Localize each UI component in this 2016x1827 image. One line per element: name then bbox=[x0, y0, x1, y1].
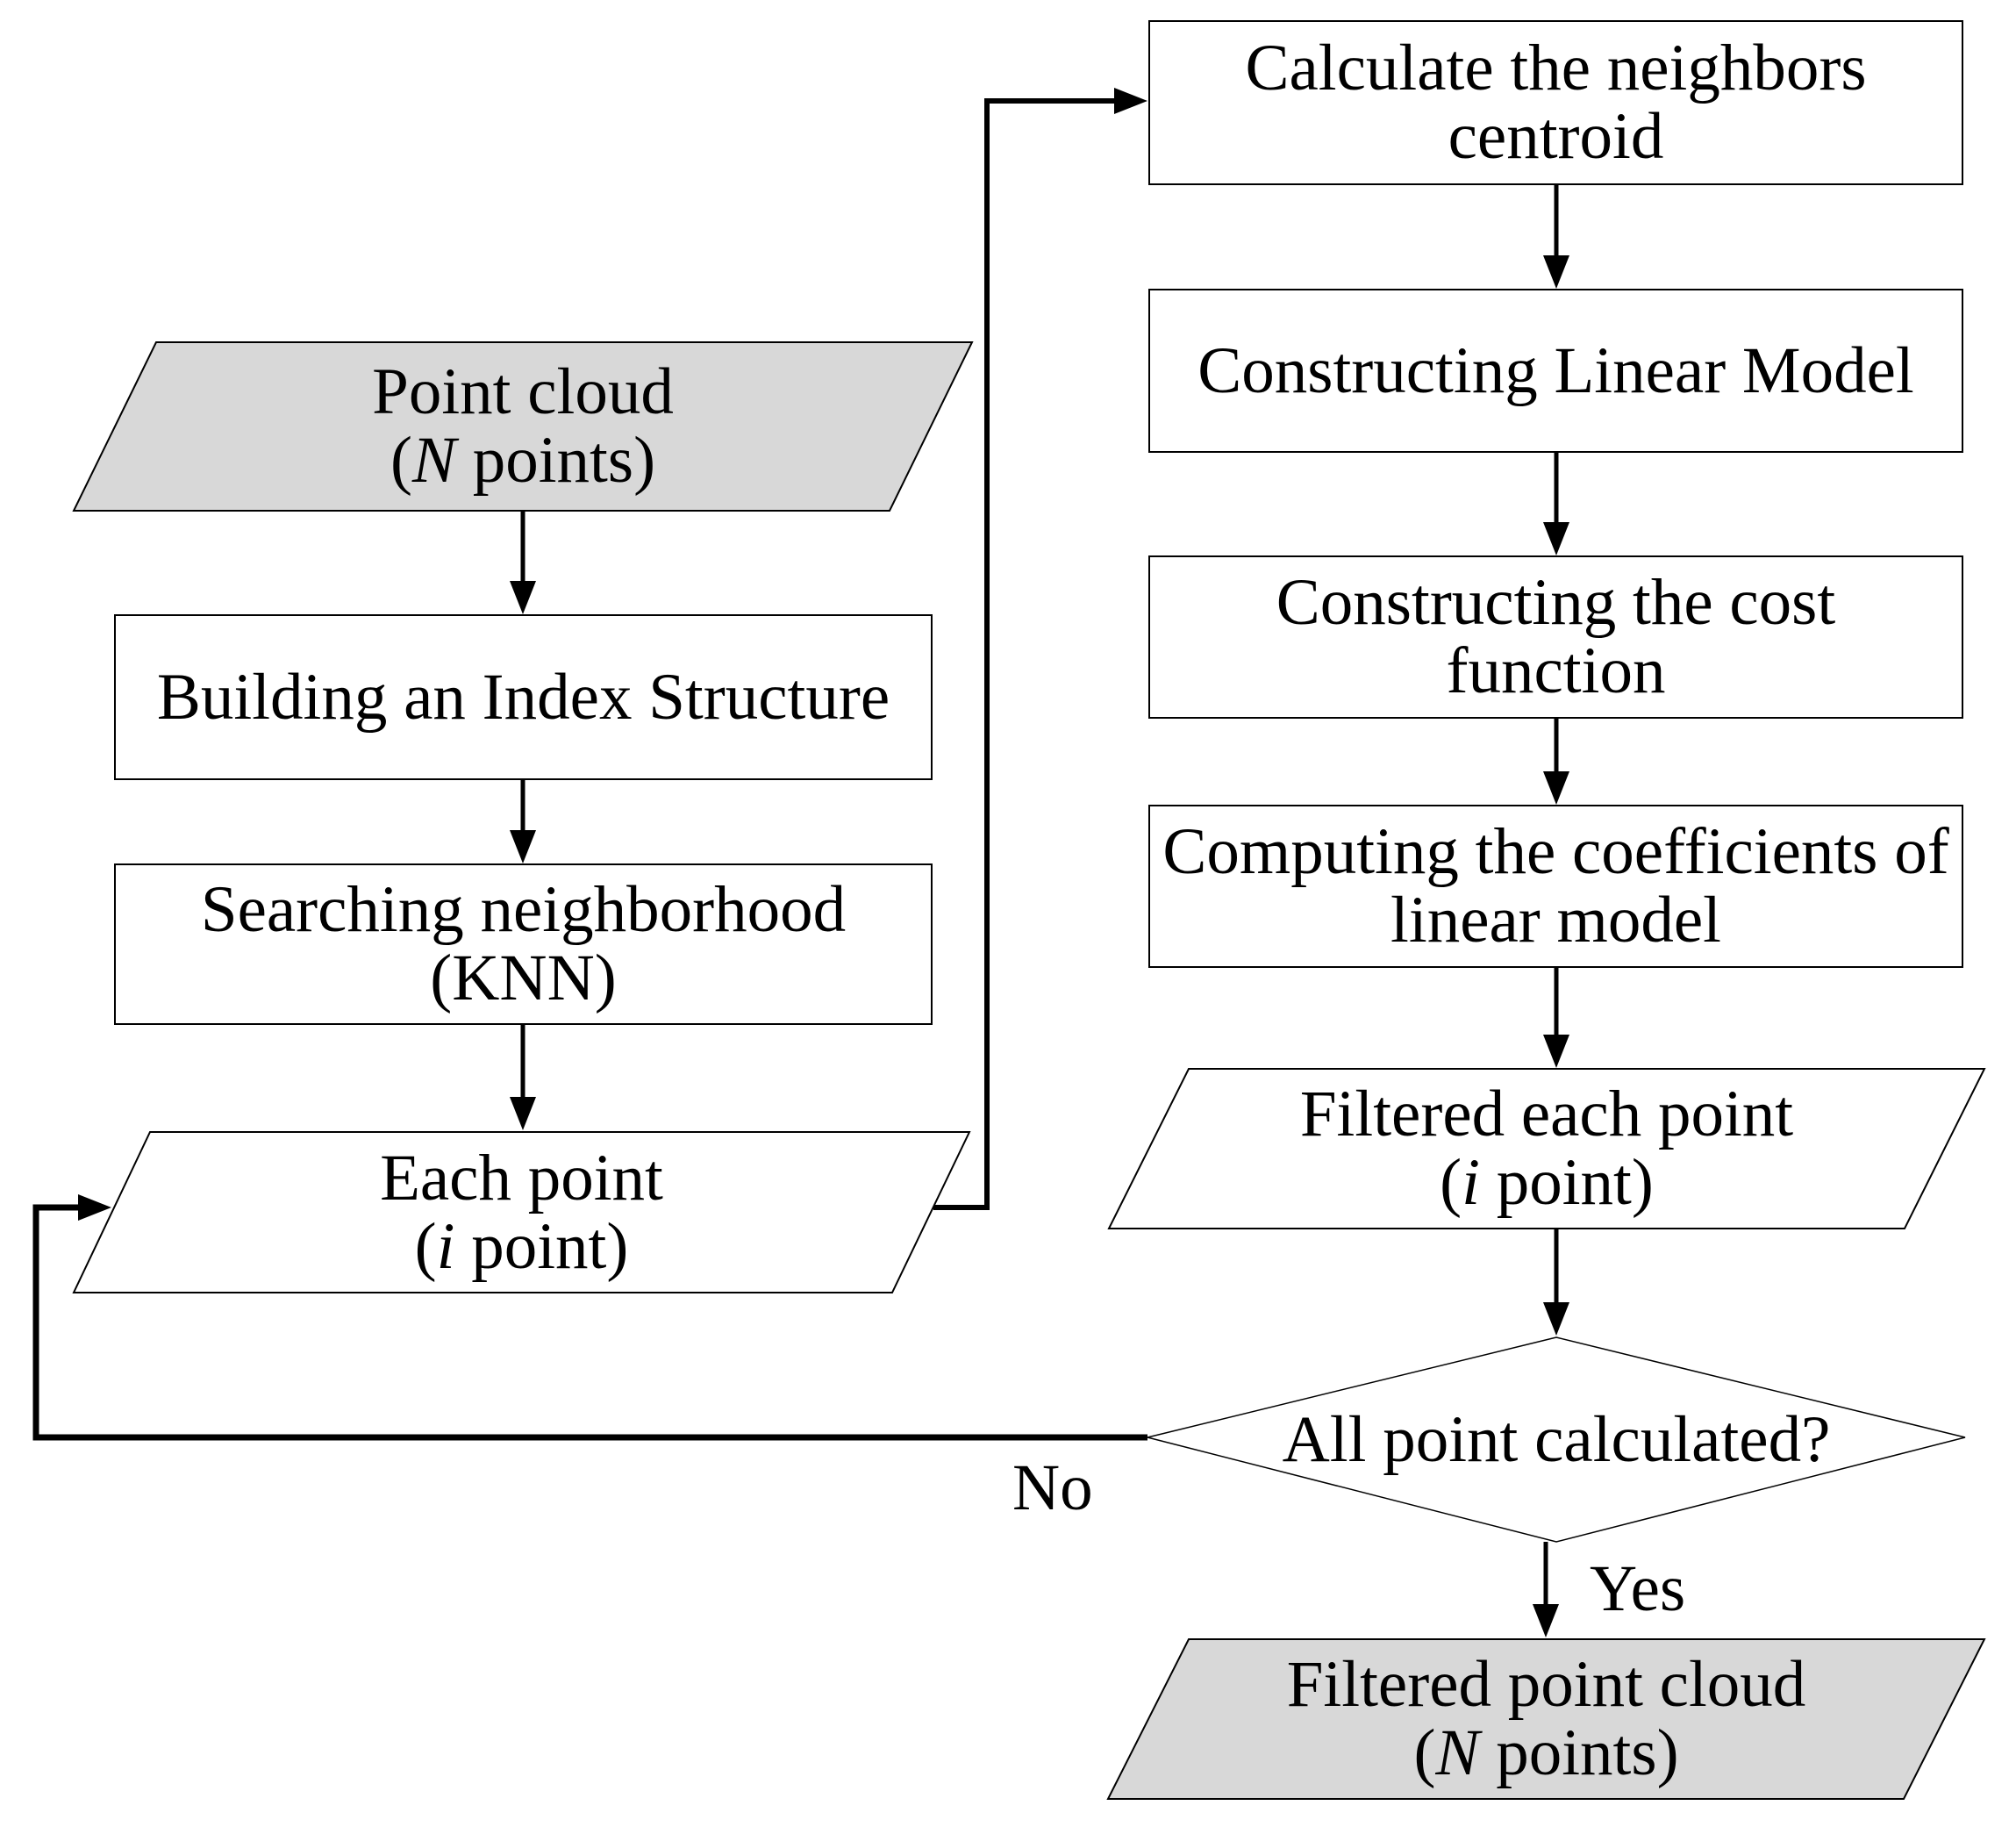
arrowhead-down-icon bbox=[1543, 771, 1569, 805]
construct-linear-rect bbox=[1148, 289, 1963, 453]
node-search-neighborhood: Searching neighborhood (KNN) bbox=[115, 864, 932, 1024]
node-filtered-each-point: Filtered each point (i point) bbox=[1109, 1069, 1984, 1229]
calc-centroid-rect bbox=[1148, 20, 1963, 185]
node-label-line: Each point bbox=[380, 1141, 663, 1214]
node-calc-centroid: Calculate the neighbors centroid bbox=[1149, 21, 1962, 184]
node-build-index: Building an Index Structure bbox=[115, 615, 932, 779]
arrowhead-down-icon bbox=[1543, 255, 1569, 289]
build-index-rect bbox=[114, 614, 933, 780]
node-construct-cost: Constructing the cost function bbox=[1149, 556, 1962, 718]
node-label-line: Building an Index Structure bbox=[156, 660, 890, 734]
node-label-line: (KNN) bbox=[430, 942, 617, 1014]
node-label-line: Point cloud bbox=[372, 355, 674, 428]
node-label-line: Searching neighborhood bbox=[200, 873, 847, 946]
arrowhead-down-icon bbox=[1543, 1302, 1569, 1336]
edge-label-yes: Yes bbox=[1590, 1552, 1686, 1625]
connector-eachpoint-to-centroid bbox=[933, 98, 1116, 1210]
arrowhead-down-icon bbox=[510, 581, 536, 614]
arrowhead-right-icon bbox=[1114, 88, 1147, 114]
connector-no-loop bbox=[32, 1204, 1147, 1441]
node-label-line: (N points) bbox=[390, 424, 656, 497]
filtered-point-cloud-parallelogram bbox=[1106, 1638, 1986, 1800]
arrowhead-down-icon bbox=[510, 830, 536, 863]
node-label-line: Computing the coefficients of bbox=[1162, 815, 1949, 888]
node-label-line: Constructing the cost bbox=[1276, 566, 1836, 639]
decision-diamond bbox=[1147, 1336, 1966, 1543]
node-label-line: (N points) bbox=[1413, 1716, 1679, 1789]
construct-cost-rect bbox=[1148, 555, 1963, 719]
point-cloud-parallelogram bbox=[72, 341, 974, 512]
arrowhead-down-icon bbox=[510, 1097, 536, 1130]
arrow-heads bbox=[78, 88, 1569, 1637]
arrowhead-down-icon bbox=[1533, 1604, 1559, 1637]
node-each-point: Each point (i point) bbox=[74, 1132, 969, 1293]
each-point-parallelogram bbox=[72, 1131, 971, 1293]
node-compute-coeff: Computing the coefficients of linear mod… bbox=[1149, 806, 1962, 967]
node-label-line: (i point) bbox=[414, 1209, 629, 1283]
node-label-line: Calculate the neighbors bbox=[1245, 32, 1867, 104]
node-label-line: function bbox=[1446, 634, 1666, 707]
edge-label-no: No bbox=[1012, 1451, 1093, 1524]
arrowhead-down-icon bbox=[1543, 1035, 1569, 1068]
arrowhead-down-icon bbox=[1543, 522, 1569, 555]
node-construct-linear: Constructing Linear Model bbox=[1149, 290, 1962, 452]
node-decision: All point calculated? bbox=[1147, 1337, 1965, 1542]
node-filtered-point-cloud: Filtered point cloud (N points) bbox=[1108, 1639, 1984, 1799]
arrow-stems bbox=[520, 184, 1559, 1606]
node-label-line: linear model bbox=[1390, 884, 1721, 956]
node-point-cloud: Point cloud (N points) bbox=[74, 342, 972, 511]
arrowhead-right-icon bbox=[78, 1194, 111, 1221]
node-label-line: centroid bbox=[1448, 100, 1664, 173]
filtered-each-point-parallelogram bbox=[1107, 1068, 1986, 1229]
node-label-line: Filtered each point bbox=[1299, 1078, 1794, 1150]
node-label-line: Filtered point cloud bbox=[1286, 1648, 1806, 1721]
node-label-line: All point calculated? bbox=[1282, 1402, 1831, 1476]
node-label-line: Constructing Linear Model bbox=[1197, 333, 1914, 407]
node-label-line: (i point) bbox=[1440, 1146, 1654, 1219]
compute-coeff-rect bbox=[1148, 805, 1963, 968]
